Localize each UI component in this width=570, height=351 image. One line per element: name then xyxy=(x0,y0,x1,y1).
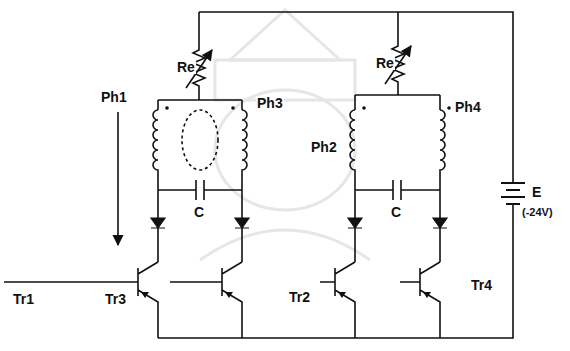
transistor-label: Tr2 xyxy=(288,290,311,304)
battery-label: (-24V) xyxy=(521,207,554,218)
polarity-dots xyxy=(165,106,451,110)
coil-label: Ph1 xyxy=(100,90,128,104)
coil-label: Ph3 xyxy=(256,96,284,110)
resistor-label: Re xyxy=(176,60,196,74)
watermark xyxy=(200,10,370,260)
diodes xyxy=(151,218,447,228)
capacitor-label: C xyxy=(390,205,402,219)
wires xyxy=(4,12,525,338)
coil-label: Ph2 xyxy=(310,140,338,154)
capacitor-label: C xyxy=(193,205,205,219)
transistor-label: Tr1 xyxy=(12,292,35,306)
coil-label: Ph4 xyxy=(454,100,482,114)
transistor-label: Tr3 xyxy=(104,292,127,306)
transistor-label: Tr4 xyxy=(470,278,493,292)
battery-label: E xyxy=(531,185,542,199)
resistor-label: Re xyxy=(375,56,395,70)
emitter-arrows xyxy=(141,292,431,298)
